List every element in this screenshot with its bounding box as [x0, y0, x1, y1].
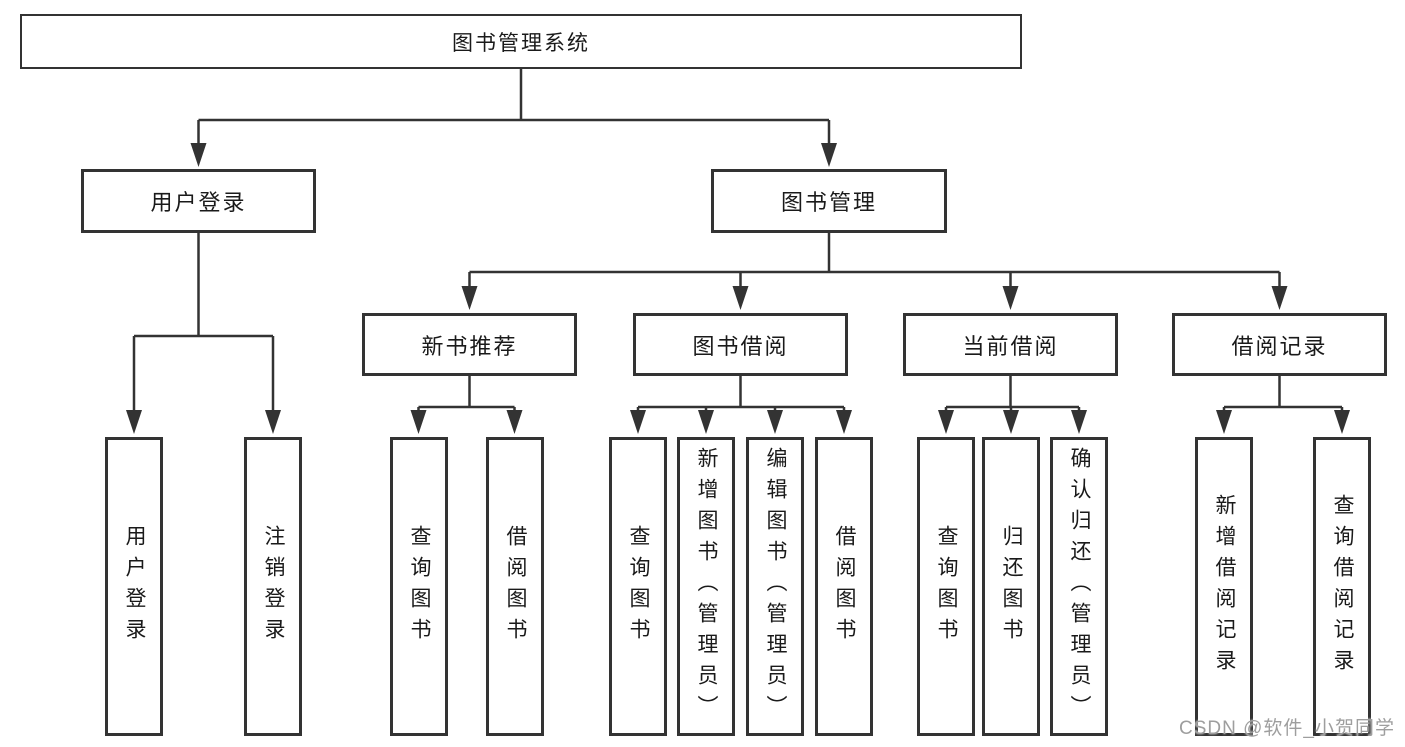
- arrow-down-icon: [938, 410, 954, 434]
- leaf-return-books: 归还图书: [982, 437, 1040, 736]
- arrow-down-icon: [1334, 410, 1350, 434]
- arrow-down-icon: [821, 143, 837, 167]
- arrow-down-icon: [1002, 286, 1019, 310]
- leaf-confirm-return-admin: 确认归还（管理员）: [1050, 437, 1108, 736]
- arrow-down-icon: [630, 410, 646, 434]
- node-user-login: 用户登录: [81, 169, 316, 233]
- connector-borrowing-to-leaves: [636, 376, 846, 412]
- node-book-management: 图书管理: [711, 169, 947, 233]
- leaf-add-books-admin: 新增图书（管理员）: [677, 437, 735, 736]
- arrow-down-icon: [190, 143, 207, 167]
- connector-current-to-leaves: [944, 376, 1081, 412]
- leaf-borrow-books: 借阅图书: [815, 437, 873, 736]
- connector-bookmgmt-to-level3: [468, 233, 1281, 287]
- leaf-user-login: 用户登录: [105, 437, 163, 736]
- leaf-borrow-books-recommendation: 借阅图书: [486, 437, 544, 736]
- connector-root-to-level2: [197, 69, 831, 145]
- node-new-book-recommendation: 新书推荐: [362, 313, 577, 376]
- arrow-down-icon: [461, 286, 478, 310]
- arrow-down-icon: [410, 410, 427, 434]
- node-borrowing-records: 借阅记录: [1172, 313, 1387, 376]
- node-current-borrowing: 当前借阅: [903, 313, 1118, 376]
- leaf-query-borrow-record: 查询借阅记录: [1313, 437, 1371, 736]
- arrow-down-icon: [265, 410, 281, 434]
- csdn-watermark: CSDN @软件_小贺同学: [1179, 718, 1395, 739]
- arrow-down-icon: [1216, 410, 1232, 434]
- leaf-query-books-recommendation: 查询图书: [390, 437, 448, 736]
- leaf-query-books-current: 查询图书: [917, 437, 975, 736]
- connector-userlogin-to-leaves: [132, 233, 275, 411]
- connector-records-to-leaves: [1222, 376, 1344, 412]
- arrow-down-icon: [1003, 410, 1019, 434]
- arrow-down-icon: [1071, 410, 1087, 434]
- connector-newbook-to-leaves: [417, 376, 516, 412]
- node-library-management-system: 图书管理系统: [20, 14, 1022, 69]
- leaf-query-books-borrowing: 查询图书: [609, 437, 667, 736]
- arrow-down-icon: [1271, 286, 1288, 310]
- leaf-edit-books-admin: 编辑图书（管理员）: [746, 437, 804, 736]
- arrow-down-icon: [698, 410, 714, 434]
- leaf-logout: 注销登录: [244, 437, 302, 736]
- node-book-borrowing: 图书借阅: [633, 313, 848, 376]
- arrow-down-icon: [767, 410, 783, 434]
- arrow-down-icon: [506, 410, 523, 434]
- arrow-down-icon: [732, 286, 749, 310]
- arrow-down-icon: [126, 410, 142, 434]
- leaf-add-borrow-record: 新增借阅记录: [1195, 437, 1253, 736]
- arrow-down-icon: [836, 410, 852, 434]
